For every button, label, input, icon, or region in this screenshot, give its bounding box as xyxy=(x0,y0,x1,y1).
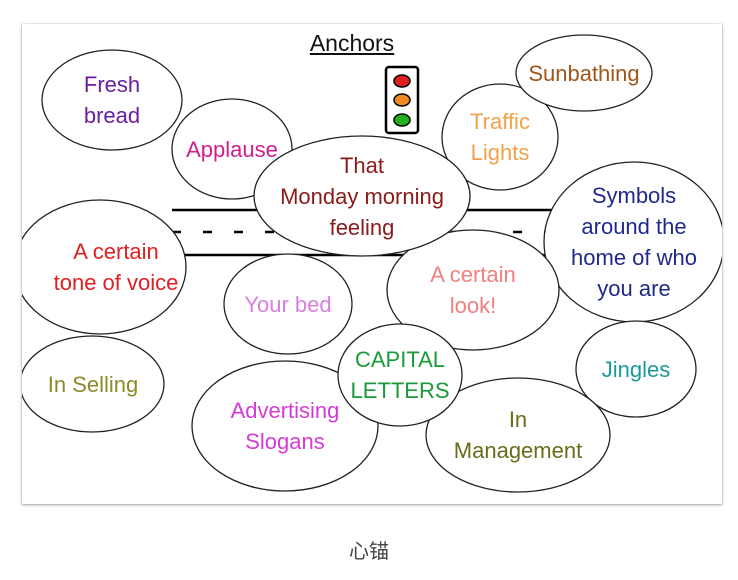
bubble-sunbathing: Sunbathing xyxy=(528,60,640,86)
bubble-symbols: Symbols around the home of who you are xyxy=(571,183,697,301)
diagram-canvas xyxy=(22,34,722,493)
bubble-outline-tone-of-voice xyxy=(22,199,187,335)
bubble-outline-your-bed xyxy=(223,253,353,355)
bubble-outline-certain-look xyxy=(386,229,560,351)
bubble-outline-in-management xyxy=(425,377,611,493)
bubble-outline-jingles xyxy=(575,320,697,418)
bubble-applause: Applause xyxy=(186,136,278,162)
bubble-outline-capital-letters xyxy=(337,323,463,427)
traffic-light-icon xyxy=(384,65,420,135)
red-light xyxy=(393,74,411,88)
bubble-advertising-slogans: Advertising Slogans xyxy=(230,398,340,454)
green-light xyxy=(393,113,411,127)
bubble-certain-look: A certain look! xyxy=(430,262,516,318)
bubble-outline-fresh-bread xyxy=(41,49,183,151)
bubble-outline-monday-morning xyxy=(253,135,471,257)
bubble-capital-letters: CAPITAL LETTERS xyxy=(350,347,450,403)
bubble-outline-in-selling xyxy=(22,335,165,433)
amber-light xyxy=(393,93,411,107)
page-title: Anchors xyxy=(309,30,395,56)
bubble-traffic-lights: Traffic Lights xyxy=(470,109,530,165)
bubble-tone-of-voice: A certain tone of voice xyxy=(53,239,179,295)
bubble-outline-sunbathing xyxy=(515,34,653,112)
bubble-in-selling: In Selling xyxy=(47,371,139,397)
bubble-fresh-bread: Fresh bread xyxy=(83,72,141,128)
bubble-your-bed: Your bed xyxy=(244,291,332,317)
bubble-monday-morning: That Monday morning feeling xyxy=(280,152,444,240)
bubble-outline-traffic-lights xyxy=(441,83,559,191)
bubble-jingles: Jingles xyxy=(601,356,671,382)
anchors-slide: Anchors Fresh bread Applause Traffic Lig… xyxy=(22,24,722,504)
image-caption: 心锚 xyxy=(349,541,389,563)
bubble-in-management: In Management xyxy=(453,407,583,463)
bubble-outline-advertising-slogans xyxy=(191,360,379,492)
